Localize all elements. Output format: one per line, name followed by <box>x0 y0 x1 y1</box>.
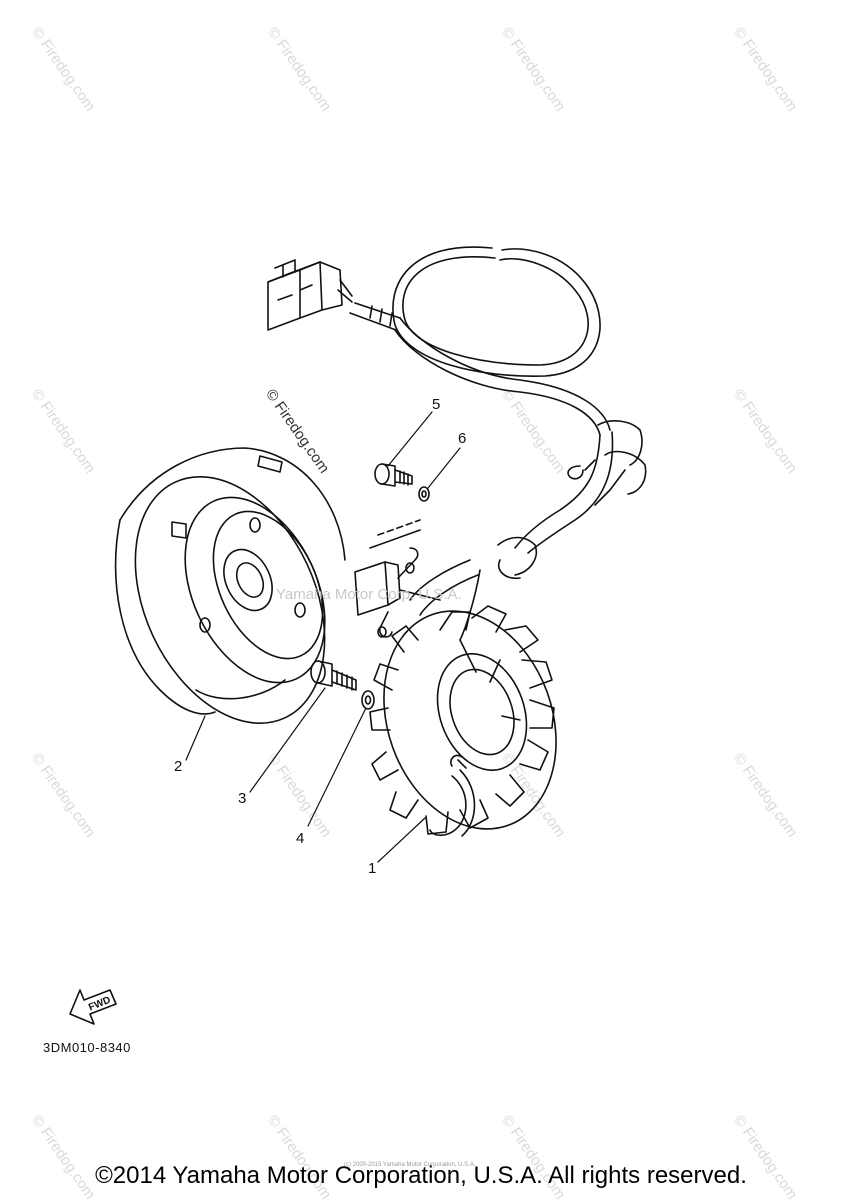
diagram-part-code: 3DM010-8340 <box>43 1040 131 1055</box>
callout-5: 5 <box>432 396 441 413</box>
leader-lines <box>185 411 461 863</box>
flywheel-rotor <box>114 447 346 724</box>
fwd-arrow-icon <box>69 989 117 1025</box>
callout-3: 3 <box>238 790 247 807</box>
callout-1: 1 <box>368 860 377 877</box>
callout-4: 4 <box>296 830 305 847</box>
connector <box>267 259 353 331</box>
callout-2: 2 <box>174 758 183 775</box>
lower-screw <box>310 660 375 710</box>
center-watermark: Yamaha Motor Corp, U.S.A. <box>276 586 462 603</box>
pickup-coil <box>354 519 441 638</box>
copyright-notice: ©2014 Yamaha Motor Corporation, U.S.A. A… <box>95 1162 747 1189</box>
upper-screw <box>374 463 430 502</box>
callout-6: 6 <box>458 430 467 447</box>
fine-print: (c) 2000-2015 Yamaha Motor Corporation, … <box>344 1162 476 1168</box>
wire-harness <box>349 246 647 641</box>
stator <box>369 605 557 837</box>
